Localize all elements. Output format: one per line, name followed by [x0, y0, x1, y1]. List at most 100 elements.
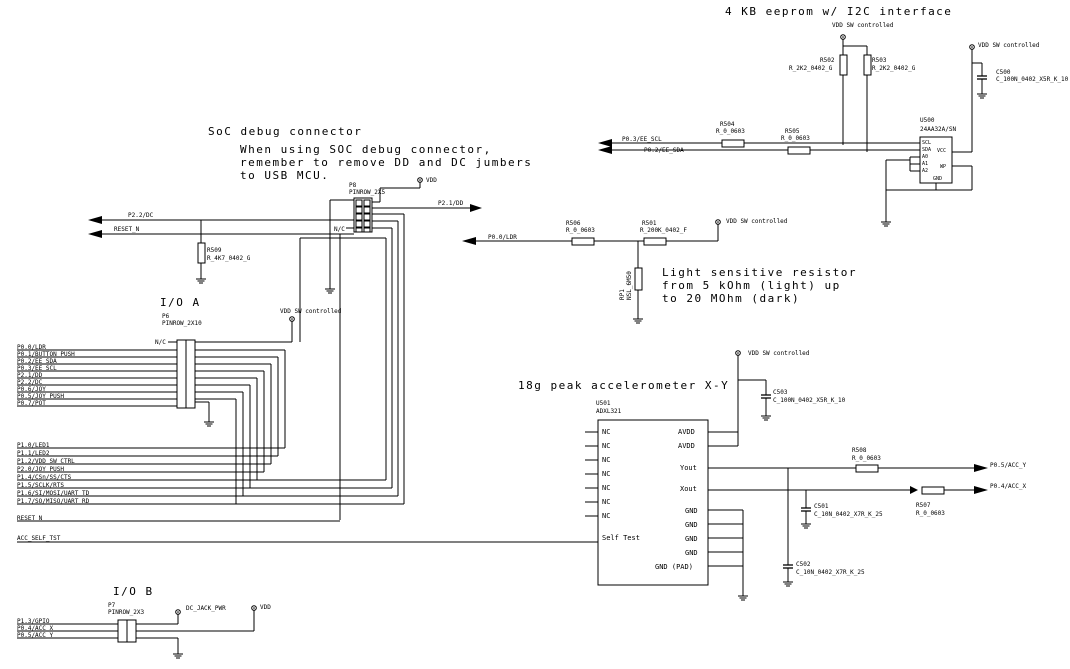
svg-text:C502: C502 — [796, 561, 811, 568]
io-b-title: I/O B — [113, 585, 154, 598]
io-a-net: P1.7/SO/MISO/UART_RD — [17, 498, 90, 505]
io-a-bottom-nets: P1.0/LED1 P1.1/LED2 P1.2/VDD_SW_CTRL P2.… — [17, 442, 404, 505]
svg-text:R_0_0603: R_0_0603 — [916, 510, 945, 517]
io-a-net: P0.5/JOY_PUSH — [17, 393, 64, 400]
svg-text:C_100N_0402_X5R_K_10: C_100N_0402_X5R_K_10 — [996, 76, 1069, 83]
io-a-net: P1.0/LED1 — [17, 442, 50, 449]
svg-text:R507: R507 — [916, 502, 931, 509]
svg-text:RESET_N: RESET_N — [17, 515, 43, 522]
io-a-net: P1.1/LED2 — [17, 450, 50, 457]
svg-text:R508: R508 — [852, 447, 867, 454]
svg-text:NC: NC — [602, 456, 610, 464]
resistor-r503: R503 R_2K2_0402_G — [863, 54, 916, 152]
soc-debug-title: SoC debug connector — [208, 125, 362, 138]
ldr-rp1: RP1 NSL_6M50 — [619, 241, 644, 324]
svg-text:GND: GND — [685, 507, 698, 515]
svg-text:PINROW_2X10: PINROW_2X10 — [162, 320, 202, 327]
svg-text:R503: R503 — [872, 57, 887, 64]
io-a-right-wires — [195, 349, 286, 504]
io-a-net: P1.4/CSn/SS/CTS — [17, 474, 72, 481]
svg-text:P0.3/EE_SCL: P0.3/EE_SCL — [622, 136, 662, 143]
svg-text:P0.4/ACC_X: P0.4/ACC_X — [990, 483, 1027, 490]
svg-text:24AA32A/SN: 24AA32A/SN — [920, 126, 957, 133]
vdd-sw-supply-accel: VDD SW controlled — [735, 350, 810, 432]
svg-text:WP: WP — [940, 164, 946, 170]
net-acc-x: R507 R_0_0603 P0.4/ACC_X — [708, 483, 1027, 517]
resistor-r506: R506 R_0_0603 — [566, 220, 644, 246]
io-a-net: P0.2/EE_SDA — [17, 358, 57, 365]
net-ee-sda: P0.2/EE_SDA R505 R_0_0603 — [598, 128, 905, 155]
svg-text:Yout: Yout — [680, 464, 697, 472]
svg-text:A2: A2 — [922, 168, 928, 174]
svg-text:GND (PAD): GND (PAD) — [655, 563, 693, 571]
svg-text:R509: R509 — [207, 247, 222, 254]
svg-text:SDA: SDA — [922, 147, 931, 153]
io-a-net: P0.0/LDR — [17, 344, 46, 351]
svg-text:R501: R501 — [642, 220, 657, 227]
vdd-sw-supply-c500: VDD SW controlled — [969, 42, 1040, 152]
svg-text:VDD SW controlled: VDD SW controlled — [748, 350, 810, 357]
accel-title: 18g peak accelerometer X-Y — [518, 379, 729, 392]
svg-text:Self Test: Self Test — [602, 534, 640, 542]
svg-text:NSL_6M50: NSL_6M50 — [626, 271, 633, 300]
resistor-r509: R509 R_4K7_0402_G — [195, 220, 251, 284]
connector-p6: P6 PINROW_2X10 N/C VDD SW controlled — [155, 308, 342, 427]
svg-text:VDD: VDD — [426, 177, 437, 184]
connector-p7: P7 PINROW_2X3 DC_JACK_PWR VDD P1.3/GPIO … — [17, 602, 271, 659]
svg-text:to USB MCU.: to USB MCU. — [240, 169, 329, 182]
svg-text:VCC: VCC — [937, 148, 946, 154]
svg-text:R_2K2_0402_G: R_2K2_0402_G — [789, 65, 833, 72]
svg-text:P7: P7 — [108, 602, 116, 609]
svg-text:NC: NC — [602, 470, 610, 478]
svg-text:P0.2/EE_SDA: P0.2/EE_SDA — [644, 147, 684, 154]
io-a-net: P0.3/EE_SCL — [17, 365, 57, 372]
svg-text:R504: R504 — [720, 121, 735, 128]
svg-text:C503: C503 — [773, 389, 788, 396]
svg-text:U500: U500 — [920, 117, 935, 124]
net-ee-scl: P0.3/EE_SCL R504 R_0_0603 — [598, 121, 905, 148]
connector-p8: P8 PINROW_2X5 VDD P2.1/DD N/C — [324, 177, 482, 294]
net-reset-bottom: RESET_N — [17, 515, 340, 522]
svg-text:N/C: N/C — [334, 226, 345, 233]
svg-text:R_0_0603: R_0_0603 — [852, 455, 881, 462]
soc-debug-note: When using SOC debug connector, — [240, 143, 492, 156]
svg-text:R_0_0603: R_0_0603 — [716, 128, 745, 135]
io-a-net: P0.6/JOY — [17, 386, 46, 393]
capacitor-c501: C501 C_10N_0402_X7R_K_25 — [800, 490, 883, 529]
svg-text:A1: A1 — [922, 161, 928, 167]
svg-text:VDD SW controlled: VDD SW controlled — [978, 42, 1040, 49]
svg-text:ADXL321: ADXL321 — [596, 408, 622, 415]
io-b-net: P0.5/ACC_Y — [17, 632, 54, 639]
svg-text:R_0_0603: R_0_0603 — [566, 227, 595, 234]
io-b-net: P1.3/GPIO — [17, 618, 50, 625]
svg-text:VDD SW controlled: VDD SW controlled — [280, 308, 342, 315]
io-a-left-nets: P0.0/LDR P0.1/BUTTON_PUSH P0.2/EE_SDA P0… — [17, 344, 177, 407]
svg-text:P0.5/ACC_Y: P0.5/ACC_Y — [990, 462, 1027, 469]
resistor-r501: R501 R_200K_0402_F VDD SW controlled — [640, 218, 788, 246]
net-reset-n: RESET_N — [88, 226, 354, 238]
net-acc-y: R508 R_0_0603 P0.5/ACC_Y — [708, 447, 1027, 473]
svg-text:ACC_SELF_TST: ACC_SELF_TST — [17, 535, 61, 542]
svg-text:R502: R502 — [820, 57, 835, 64]
ldr-description: Light sensitive resistor — [662, 266, 857, 279]
svg-text:AVDD: AVDD — [678, 428, 695, 436]
net-acc-self-test: ACC_SELF_TST — [17, 535, 598, 543]
io-a-net: P1.2/VDD_SW_CTRL — [17, 458, 75, 465]
svg-text:A0: A0 — [922, 154, 928, 160]
svg-text:C_10N_0402_X7R_K_25: C_10N_0402_X7R_K_25 — [814, 511, 883, 518]
vdd-sw-label: VDD SW controlled — [832, 22, 894, 29]
svg-text:GND: GND — [685, 521, 698, 529]
svg-text:P2.1/DD: P2.1/DD — [438, 200, 464, 207]
svg-text:GND: GND — [933, 176, 942, 182]
capacitor-c500: C500 C_100N_0402_X5R_K_10 — [976, 63, 1069, 99]
svg-text:VDD: VDD — [260, 604, 271, 611]
svg-text:AVDD: AVDD — [678, 442, 695, 450]
svg-text:SCL: SCL — [922, 140, 931, 146]
svg-text:NC: NC — [602, 428, 610, 436]
resistor-r502: R502 R_2K2_0402_G — [789, 54, 848, 145]
svg-text:P6: P6 — [162, 313, 170, 320]
net-p00-ldr: P0.0/LDR — [462, 234, 572, 245]
io-a-net: P0.7/POT — [17, 400, 46, 407]
svg-text:from 5 kOhm (light) up: from 5 kOhm (light) up — [662, 279, 841, 292]
